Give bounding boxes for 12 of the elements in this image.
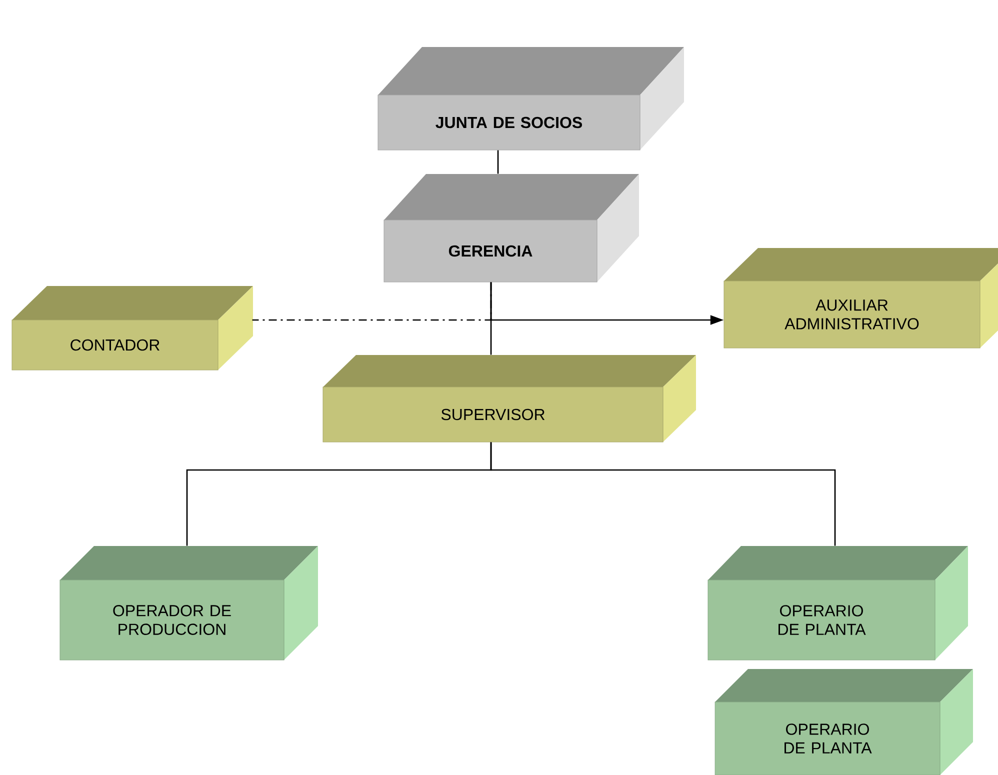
box-3d: OPERARIO DE PLANTA (708, 546, 968, 660)
box-3d: JUNTA DE SOCIOS (378, 47, 684, 150)
box-3d: OPERADOR DE PRODUCCION (60, 546, 318, 660)
box-3d: SUPERVISOR (322, 355, 696, 442)
box-3d: OPERARIO DE PLANTA (714, 669, 973, 775)
box-3d: GERENCIA (384, 174, 639, 282)
connector-line (497, 150, 499, 174)
connector-line (490, 442, 836, 546)
box-3d: CONTADOR (12, 286, 253, 370)
connector-line (490, 282, 492, 355)
node-label: JUNTA DE SOCIOS (436, 116, 582, 128)
box-3d: AUXILIAR ADMINISTRATIVO (724, 248, 998, 348)
